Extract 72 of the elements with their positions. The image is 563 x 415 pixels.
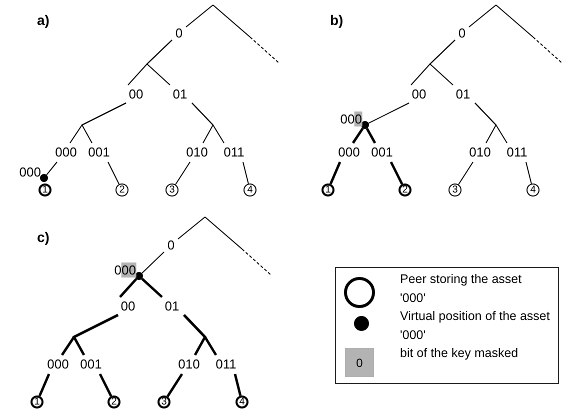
key-label: 011 xyxy=(506,144,528,160)
key-label: 0 xyxy=(458,26,466,40)
tree-edge xyxy=(141,278,163,298)
tree-edge xyxy=(175,162,190,186)
key-label: 000 xyxy=(55,144,77,160)
panel-label: b) xyxy=(330,12,344,28)
numbered-circle: 4 xyxy=(526,184,540,196)
key-label: 000 xyxy=(338,144,360,160)
tree-edge xyxy=(81,102,126,144)
tree-edge xyxy=(141,252,164,274)
tree-edge xyxy=(390,161,404,185)
tree-edge xyxy=(352,128,364,144)
tree-edge xyxy=(72,314,119,356)
tree-edge xyxy=(429,40,456,86)
tree-edge xyxy=(38,374,50,397)
tree-edge xyxy=(98,373,112,397)
numbered-circle: 1 xyxy=(38,184,52,196)
position-dot xyxy=(40,174,48,182)
key-label: 0 xyxy=(167,238,175,252)
position-dot xyxy=(361,121,369,129)
numbered-circle: 4 xyxy=(236,396,248,408)
panel-label: c) xyxy=(37,229,50,245)
tree-edge xyxy=(119,278,138,298)
tree-edge xyxy=(166,373,184,398)
tree-edge xyxy=(183,314,218,356)
key-label: 011 xyxy=(216,356,236,372)
swatch-label: 0 xyxy=(356,356,363,370)
tree-edge xyxy=(146,40,172,86)
tree-edge xyxy=(526,162,532,184)
key-label: 010 xyxy=(186,144,208,160)
tree-edge xyxy=(474,102,508,144)
numbered-circle: 2 xyxy=(108,396,120,408)
tree-edge xyxy=(329,162,342,185)
key-label: 001 xyxy=(371,144,393,160)
key-label: 01 xyxy=(172,86,188,102)
numbered-circle: 1 xyxy=(322,184,334,196)
tree-edge xyxy=(46,162,58,176)
key-label: 01 xyxy=(456,86,470,102)
tree-edge xyxy=(186,4,214,28)
tree-edge xyxy=(108,162,120,185)
tree-edge xyxy=(458,162,474,186)
legend-text: Peer storing the asset '000' xyxy=(400,271,523,307)
legend-text: bit of the key masked xyxy=(400,345,520,362)
numbered-circle: 2 xyxy=(398,184,412,196)
panel-label: a) xyxy=(37,12,50,28)
tree-edge xyxy=(192,102,224,144)
key-label: 000 xyxy=(47,356,69,372)
tree-edge xyxy=(366,128,376,144)
key-label: 000 xyxy=(340,112,362,126)
key-label: 001 xyxy=(88,144,110,160)
key-label: 011 xyxy=(224,144,244,160)
tree-edge xyxy=(368,102,410,124)
numbered-circle: 1 xyxy=(30,396,44,408)
key-label: 00 xyxy=(128,86,144,102)
key-label: 001 xyxy=(80,356,102,372)
tree-edge xyxy=(234,374,242,396)
key-label: 000 xyxy=(114,262,136,278)
numbered-circle: 4 xyxy=(244,184,256,196)
key-label: 0 xyxy=(175,26,183,40)
numbered-circle: 3 xyxy=(158,396,170,408)
key-label: 01 xyxy=(164,298,180,314)
tree-edge xyxy=(242,162,249,184)
numbered-circle: 2 xyxy=(116,184,128,196)
tree-edge xyxy=(468,4,496,28)
numbered-circle: 3 xyxy=(448,184,462,196)
key-label: 010 xyxy=(469,144,491,160)
key-label: 00 xyxy=(120,298,136,314)
key-label: 000 xyxy=(19,164,41,180)
key-label: 010 xyxy=(178,356,200,372)
tree-edge xyxy=(178,216,206,240)
numbered-circle: 3 xyxy=(166,184,178,196)
key-label: 00 xyxy=(412,86,426,102)
